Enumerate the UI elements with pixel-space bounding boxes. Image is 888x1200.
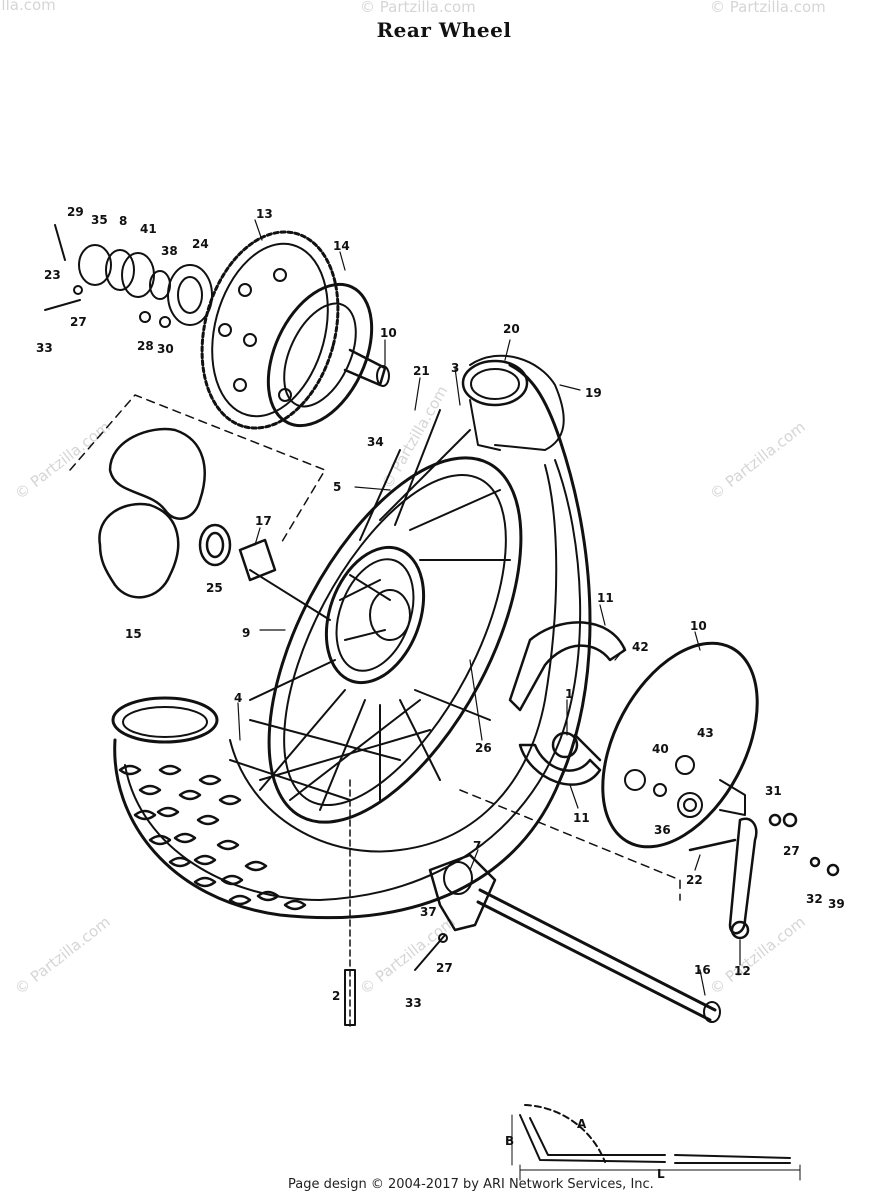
watermark: © Partzilla.com (0, 0, 56, 14)
watermark: © Partzilla.com (706, 418, 808, 503)
callout-label: 14 (333, 239, 350, 253)
callout-label: 17 (255, 514, 272, 528)
callout-label: 2 (332, 989, 340, 1003)
callout-label: 31 (765, 784, 782, 798)
callout-label: 11 (573, 811, 590, 825)
watermark: © Partzilla.com (706, 913, 808, 998)
tire-upper-section (461, 354, 565, 451)
wheel-rim (267, 456, 523, 824)
callout-label: 4 (234, 691, 242, 705)
callout-label: 3 (451, 361, 459, 375)
diagram-title: Rear Wheel (376, 18, 512, 42)
callout-label: 8 (119, 214, 127, 228)
bearing-stack (44, 224, 213, 328)
callout-label: 32 (806, 892, 823, 906)
watermark: © Partzilla.com (11, 418, 113, 503)
callout-label: 15 (125, 627, 142, 641)
brake-arm (688, 812, 840, 940)
tire (111, 363, 592, 920)
callout-label: 34 (367, 435, 384, 449)
callout-label: 20 (503, 322, 520, 336)
callout-label: 42 (632, 640, 649, 654)
callout-label: 16 (694, 963, 711, 977)
axle (414, 853, 721, 1023)
sprocket-carrier (266, 282, 390, 428)
callout-label: 37 (420, 905, 437, 919)
callout-label: 25 (206, 581, 223, 595)
callout-label: 23 (44, 268, 61, 282)
page-footer: Page design © 2004-2017 by ARI Network S… (288, 1177, 654, 1192)
callout-label: 26 (475, 741, 492, 755)
brake-shoes (508, 621, 627, 786)
callout-label: 40 (652, 742, 669, 756)
callout-label: 38 (161, 244, 178, 258)
callout-label: 1 (565, 687, 573, 701)
callout-labels: 29 35 8 41 38 24 13 14 23 27 33 28 30 10… (36, 205, 845, 1181)
callout-label: 19 (585, 386, 602, 400)
callout-label: 39 (828, 897, 845, 911)
callout-label: 21 (413, 364, 430, 378)
callout-label: 28 (137, 339, 154, 353)
wheel-hub (324, 545, 426, 685)
callout-label: 27 (436, 961, 453, 975)
callout-label: 5 (333, 480, 341, 494)
callout-label: 10 (380, 326, 397, 340)
callout-label: 29 (67, 205, 84, 219)
assembly-guide-dashed (459, 789, 681, 901)
spokes (229, 409, 511, 811)
callout-label: 27 (70, 315, 87, 329)
watermark: © Partzilla.com (360, 0, 476, 16)
callout-label: 7 (473, 839, 481, 853)
callout-label: 35 (91, 213, 108, 227)
callout-label: 33 (36, 341, 53, 355)
callout-label: 11 (597, 591, 614, 605)
callout-label: 36 (654, 823, 671, 837)
callout-label: L (657, 1167, 665, 1181)
brake-rod-inset (511, 1104, 801, 1181)
assembly-guide-dashed (69, 394, 326, 546)
adjuster-bolt (344, 779, 356, 1031)
watermark: © Partzilla.com (11, 913, 113, 998)
callout-label: 10 (690, 619, 707, 633)
watermark: © Partzilla.com (356, 913, 458, 998)
callout-label: 9 (242, 626, 250, 640)
callout-label: 41 (140, 222, 157, 236)
callout-label: 24 (192, 237, 209, 251)
watermark: © Partzilla.com (710, 0, 826, 16)
callout-label: 27 (783, 844, 800, 858)
leader-lines (237, 219, 741, 996)
callout-label: 30 (157, 342, 174, 356)
callout-label: 33 (405, 996, 422, 1010)
brake-panel (601, 641, 759, 849)
callout-label: A (577, 1117, 587, 1131)
damper-rubbers (98, 427, 277, 599)
callout-label: 13 (256, 207, 273, 221)
callout-label: 43 (697, 726, 714, 740)
callout-label: 22 (686, 873, 703, 887)
callout-label: 12 (734, 964, 751, 978)
callout-label: B (505, 1134, 514, 1148)
